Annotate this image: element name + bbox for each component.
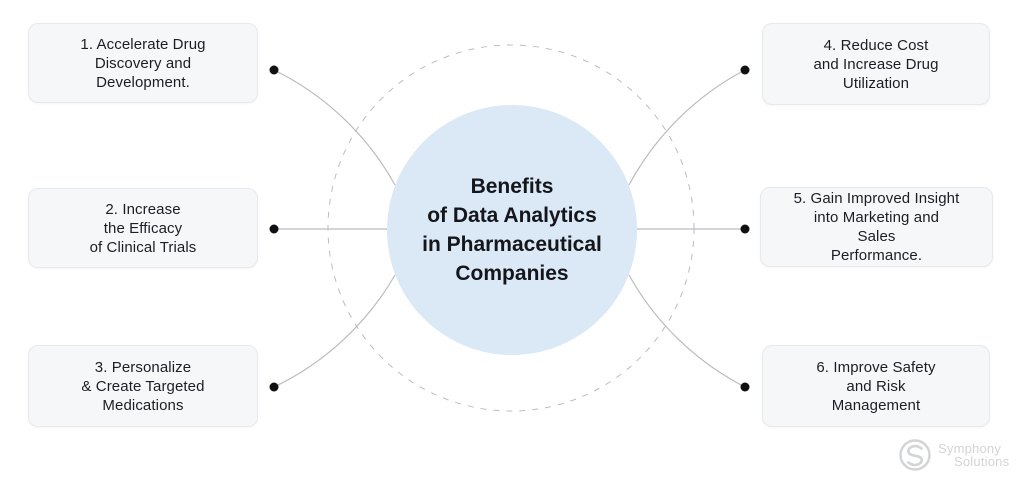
dot-box5 (740, 224, 750, 234)
center-circle (387, 105, 637, 355)
connector-box6 (628, 274, 746, 388)
benefit-box-2-label: 2. Increase the Efficacy of Clinical Tri… (89, 200, 197, 256)
dot-box3 (269, 382, 279, 392)
center-title: Benefits of Data Analytics in Pharmaceut… (422, 175, 602, 285)
benefit-box-3-label: 3. Personalize & Create Targeted Medicat… (81, 358, 205, 414)
benefit-box-5: 5. Gain Improved Insight into Marketing … (760, 187, 993, 267)
connector-box1 (273, 69, 396, 186)
benefit-box-4: 4. Reduce Cost and Increase Drug Utiliza… (762, 23, 990, 105)
symphony-solutions-logo: Symphony Solutions (898, 436, 1009, 474)
dot-box2 (269, 224, 279, 234)
connector-box4 (628, 69, 746, 186)
connector-dots (269, 65, 750, 392)
benefit-box-6-label: 6. Improve Safety and Risk Management (816, 358, 936, 414)
connector-box3 (273, 274, 396, 388)
logo-text: Symphony Solutions (938, 442, 1009, 468)
dot-box1 (269, 65, 279, 75)
benefit-box-5-label: 5. Gain Improved Insight into Marketing … (793, 190, 960, 264)
benefit-box-2: 2. Increase the Efficacy of Clinical Tri… (28, 188, 258, 268)
benefit-box-1-label: 1. Accelerate Drug Discovery and Develop… (80, 35, 206, 91)
logo-line-solutions: Solutions (954, 454, 1010, 469)
connector-lines (273, 69, 746, 388)
dot-box4 (740, 65, 750, 75)
logo-line-symphony: Symphony (938, 441, 1002, 456)
symphony-logo-icon (899, 439, 931, 471)
benefit-box-3: 3. Personalize & Create Targeted Medicat… (28, 345, 258, 427)
dashed-outer-circle (327, 44, 695, 412)
benefit-box-4-label: 4. Reduce Cost and Increase Drug Utiliza… (813, 36, 939, 92)
benefit-box-6: 6. Improve Safety and Risk Management (762, 345, 990, 427)
dot-box6 (740, 382, 750, 392)
benefit-box-1: 1. Accelerate Drug Discovery and Develop… (28, 23, 258, 103)
